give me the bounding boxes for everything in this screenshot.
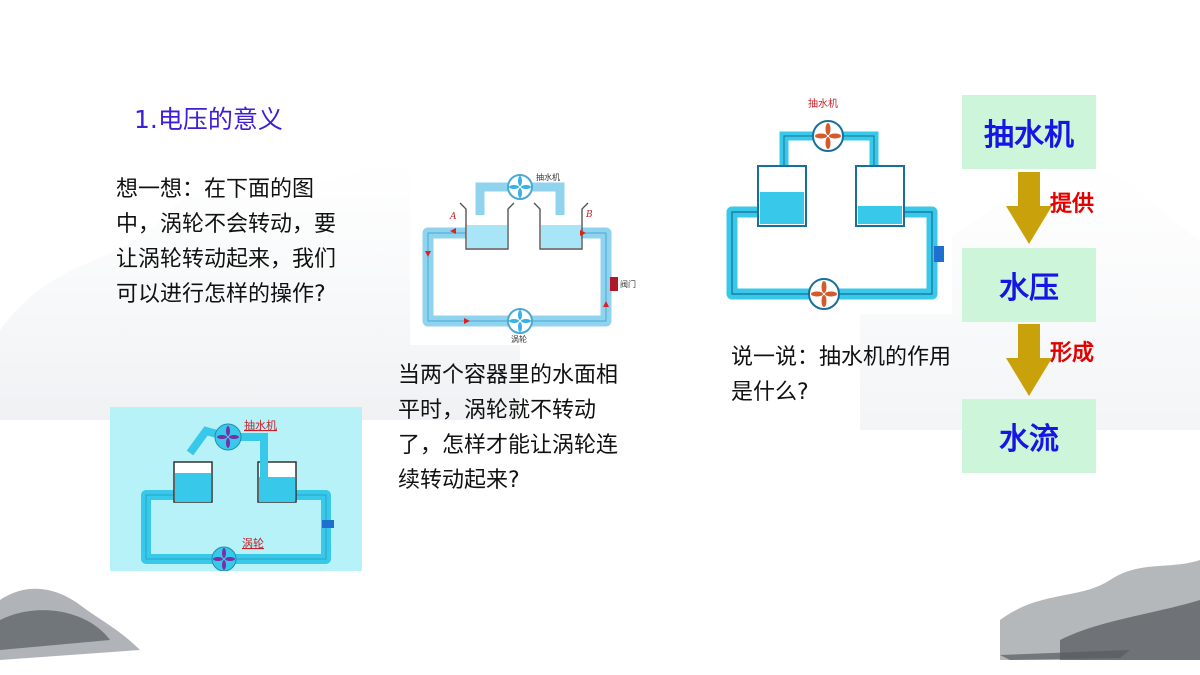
- right-pump-label: 抽水机: [808, 97, 838, 110]
- flow-label-form: 形成: [1050, 341, 1095, 366]
- water-circuit-diagram-middle: 抽水机 A B 阀门 涡轮: [410, 171, 638, 345]
- flow-box-pump: 抽水机: [962, 95, 1096, 169]
- flow-box-water-pressure: 水压: [962, 248, 1096, 322]
- left-turbine-label: 涡轮: [242, 536, 264, 550]
- middle-container-b-label: B: [585, 210, 593, 220]
- middle-turbine-label: 涡轮: [511, 334, 527, 344]
- flow-box-water-flow: 水流: [962, 399, 1096, 473]
- flow-label-provide: 提供: [1050, 192, 1095, 217]
- middle-container-a-label: A: [449, 212, 457, 222]
- flow-arrow-down-1: [1006, 172, 1052, 244]
- water-circuit-diagram-right: 抽水机: [712, 94, 952, 314]
- water-circuit-diagram-left: 抽水机 涡轮: [110, 407, 362, 571]
- say-question-text: 说一说：抽水机的作用是什么?: [731, 345, 952, 405]
- left-pump-label: 抽水机: [244, 418, 277, 432]
- middle-pump-label: 抽水机: [536, 172, 560, 182]
- middle-question-text: 当两个容器里的水面相平时，涡轮就不转动了，怎样才能让涡轮连续转动起来?: [398, 363, 619, 493]
- section-title: 1.电压的意义: [134, 105, 283, 134]
- middle-valve-label: 阀门: [620, 279, 636, 289]
- flow-arrow-down-2: [1006, 324, 1052, 396]
- think-question-text: 想一想：在下面的图中，涡轮不会转动，要让涡轮转动起来，我们可以进行怎样的操作?: [116, 177, 337, 307]
